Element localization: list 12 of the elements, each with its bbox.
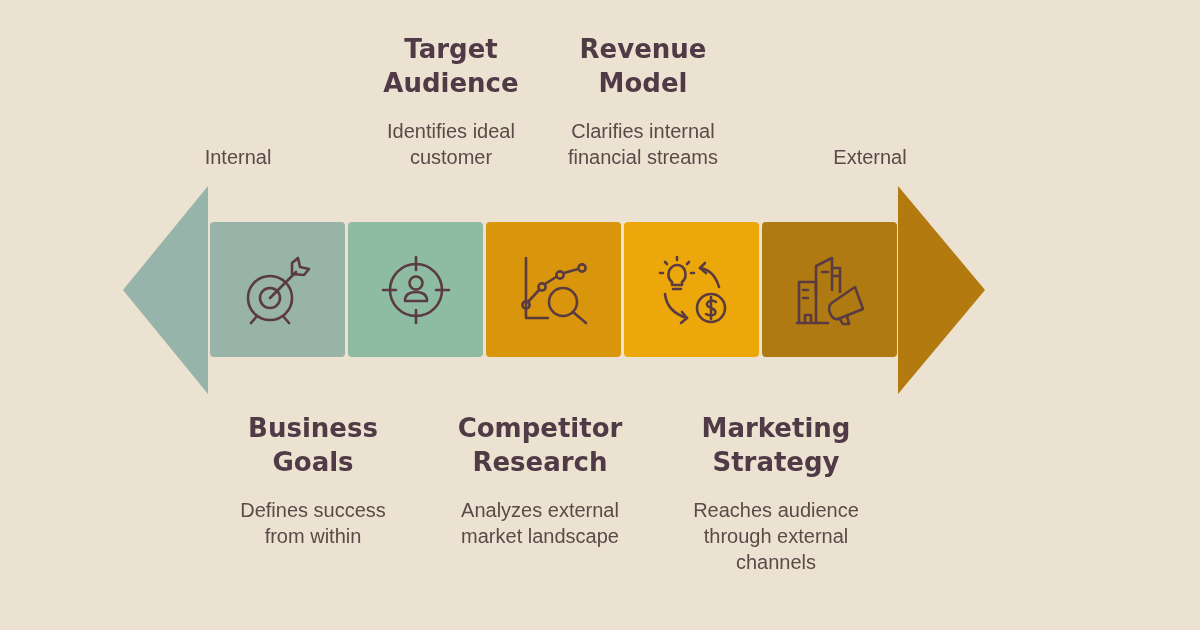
step-heading: Target Audience xyxy=(382,33,520,100)
step-heading: Business Goals xyxy=(247,412,379,479)
step-heading: Marketing Strategy xyxy=(700,412,852,479)
scale-end-label: External xyxy=(833,145,907,170)
step-description: Reaches audience through external channels xyxy=(692,498,860,575)
step-heading: Competitor Research xyxy=(456,412,624,479)
step-description: Defines success from within xyxy=(239,498,387,549)
scale-end-label: Internal xyxy=(204,145,272,170)
step-heading: Revenue Model xyxy=(578,33,708,100)
step-description: Clarifies internal financial streams xyxy=(566,119,720,170)
step-description: Identifies ideal customer xyxy=(386,119,516,170)
step-description: Analyzes external market landscape xyxy=(460,498,620,549)
